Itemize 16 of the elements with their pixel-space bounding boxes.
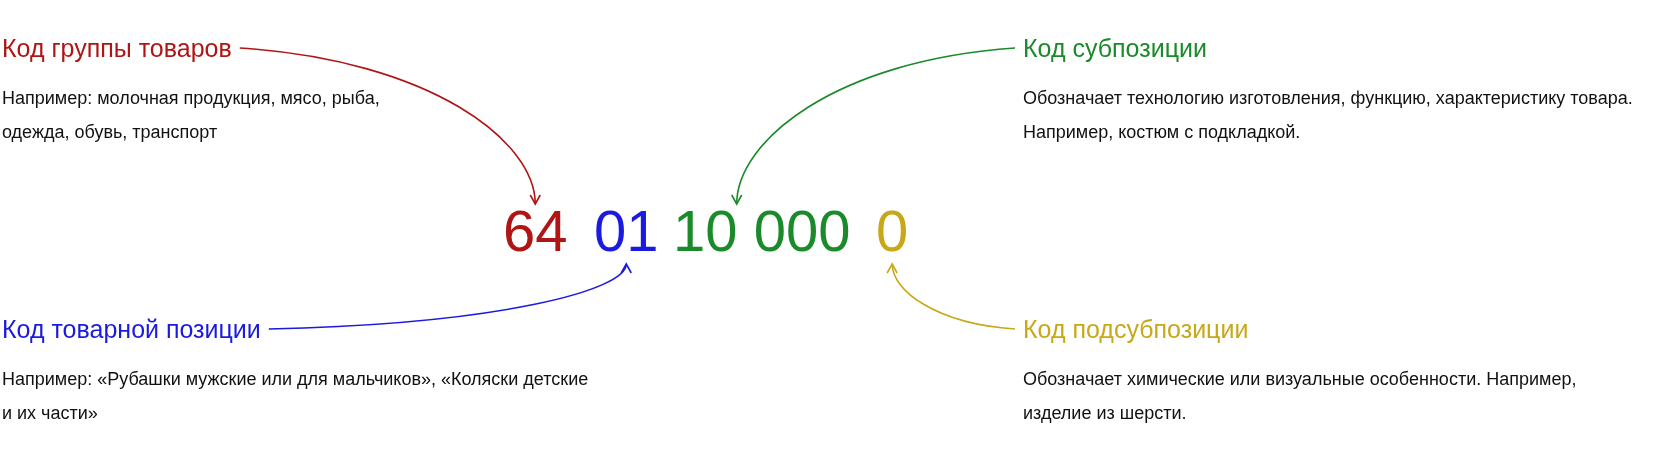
code-digits: 01 [594, 200, 659, 262]
annotation-heading: Код группы товаров [2, 33, 232, 63]
leader-arrow [238, 47, 540, 205]
leader-arrow [887, 263, 1016, 330]
leader-arrow [732, 47, 1016, 205]
annotation-heading: Код подсубпозиции [1023, 314, 1249, 344]
code-digits: 0 [876, 200, 909, 262]
annotation-text: Обозначает технологию изготовления, функцию, характеристику товара. Например, костюм с подкладкой. [1023, 87, 1634, 144]
annotation-text: Например: молочная продукция, мясо, рыба, одежда, обувь, транспорт [2, 87, 381, 144]
annotation-text: Например: «Рубашки мужские или для мальчиков», «Коляски детские и их части» [2, 368, 590, 425]
annotation-text: Обозначает химические или визуальные особенности. Например, изделие из шерсти. [1023, 368, 1578, 425]
code-digits: 10 000 [673, 200, 851, 262]
leader-arrow [268, 263, 629, 330]
annotation-heading: Код субпозиции [1023, 33, 1207, 63]
annotation-heading: Код товарной позиции [2, 314, 261, 344]
code-digits: 64 [503, 200, 568, 262]
